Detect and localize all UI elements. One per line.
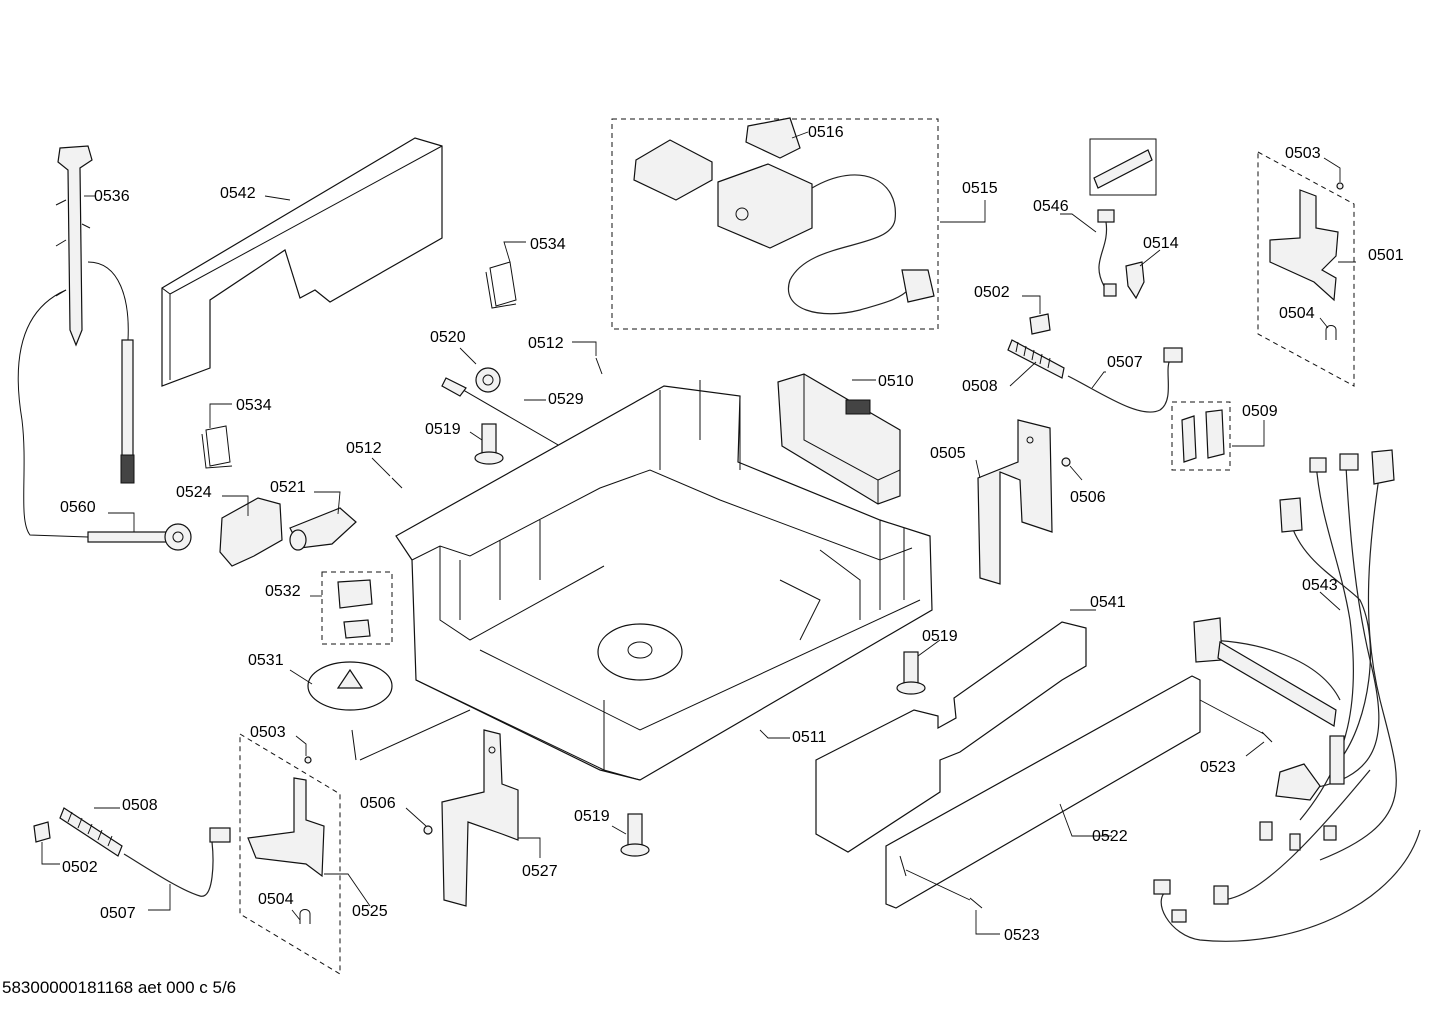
label-0519-a: 0519 <box>425 421 461 438</box>
label-0515: 0515 <box>962 180 998 197</box>
label-0502-right: 0502 <box>974 284 1010 301</box>
label-0519-b: 0519 <box>922 628 958 645</box>
part-0524-valve[interactable] <box>219 497 283 567</box>
label-0523-left: 0523 <box>1004 927 1040 944</box>
label-0523-right: 0523 <box>1200 759 1236 776</box>
label-0542: 0542 <box>220 185 256 202</box>
part-0521-pump[interactable] <box>289 507 357 551</box>
label-0512-mid: 0512 <box>346 440 382 457</box>
part-0519-foot-c[interactable] <box>620 813 650 857</box>
part-0536-spray-arm-rail[interactable] <box>55 145 93 347</box>
part-0543-wiring-harness[interactable] <box>1153 449 1421 942</box>
label-0511: 0511 <box>792 729 827 746</box>
part-0502-clip-left[interactable] <box>33 821 51 843</box>
part-0527-bracket[interactable] <box>441 729 519 907</box>
label-0521: 0521 <box>270 479 306 496</box>
label-0531: 0531 <box>248 652 284 669</box>
part-tube[interactable] <box>120 339 135 484</box>
label-0524: 0524 <box>176 484 212 501</box>
label-0509: 0509 <box>1242 403 1278 420</box>
part-0520-gear[interactable] <box>475 367 501 393</box>
label-0560: 0560 <box>60 499 96 516</box>
label-0520: 0520 <box>430 329 466 346</box>
screw-0512-top[interactable] <box>595 357 603 375</box>
label-0506-left: 0506 <box>360 795 396 812</box>
part-0509-latch[interactable] <box>1181 409 1225 463</box>
part-0508-spring-left[interactable] <box>59 807 123 857</box>
part-0501-hinge-bracket[interactable] <box>1269 189 1339 302</box>
group-box-0509 <box>1171 401 1231 471</box>
label-0514: 0514 <box>1143 235 1179 252</box>
part-0502-clip-right[interactable] <box>1029 313 1051 335</box>
label-0522: 0522 <box>1092 828 1128 845</box>
label-0534-left: 0534 <box>236 397 272 414</box>
label-0536: 0536 <box>94 188 130 205</box>
part-turntable[interactable] <box>597 623 683 681</box>
clip-0504[interactable] <box>1325 325 1337 341</box>
group-box-0532 <box>321 571 393 645</box>
clip-0504-left[interactable] <box>299 909 311 925</box>
label-0516: 0516 <box>808 124 844 141</box>
label-0510: 0510 <box>878 373 914 390</box>
group-box-0515 <box>611 118 939 330</box>
part-0507-cable-left[interactable] <box>123 827 231 897</box>
label-0503-left: 0503 <box>250 724 286 741</box>
screw-0523-right[interactable] <box>1261 731 1273 743</box>
label-0502-left: 0502 <box>62 859 98 876</box>
label-0525: 0525 <box>352 903 388 920</box>
label-0501: 0501 <box>1368 247 1404 264</box>
screw-0523-left[interactable] <box>969 897 983 909</box>
part-0546-wire[interactable] <box>1097 209 1117 297</box>
detail-box-0546 <box>1089 138 1157 196</box>
label-0504-left: 0504 <box>258 891 294 908</box>
part-0519-foot-b[interactable] <box>896 651 926 695</box>
label-0527: 0527 <box>522 863 558 880</box>
part-0522-kick-plate[interactable] <box>885 675 1201 909</box>
part-0510-control-module[interactable] <box>777 373 901 505</box>
label-0546: 0546 <box>1033 198 1069 215</box>
screw-0506-left[interactable] <box>423 825 433 835</box>
part-0525-hinge-bracket[interactable] <box>247 777 325 878</box>
screw-0506-right[interactable] <box>1061 457 1071 467</box>
label-0508-left: 0508 <box>122 797 158 814</box>
part-0505-bracket[interactable] <box>977 419 1053 585</box>
label-0503-top: 0503 <box>1285 145 1321 162</box>
screw-0503[interactable] <box>1336 182 1344 190</box>
label-0529: 0529 <box>548 391 584 408</box>
label-0507-right: 0507 <box>1107 354 1143 371</box>
label-0519-c: 0519 <box>574 808 610 825</box>
label-0512-top: 0512 <box>528 335 564 352</box>
label-0506-right: 0506 <box>1070 489 1106 506</box>
label-0532: 0532 <box>265 583 301 600</box>
part-0519-foot-a[interactable] <box>474 423 504 465</box>
assembly-line <box>351 709 471 761</box>
part-0531-disc[interactable] <box>307 661 393 711</box>
label-0543: 0543 <box>1302 577 1338 594</box>
part-0534-clip-top[interactable] <box>485 261 517 309</box>
drawing-number: 58300000181168 aet 000 c 5/6 <box>2 978 237 997</box>
hose-loop <box>17 289 89 538</box>
part-0507-cable-right[interactable] <box>1067 347 1183 413</box>
part-0542-cover-panel[interactable] <box>161 137 443 387</box>
part-0541-front-panel[interactable] <box>815 621 1087 853</box>
screw-0503-left[interactable] <box>304 756 312 764</box>
part-0511-base-frame[interactable] <box>395 380 933 781</box>
part-0515-junction-box[interactable] <box>633 139 935 315</box>
group-box-0501 <box>1257 151 1355 387</box>
label-0504-top: 0504 <box>1279 305 1315 322</box>
screw-0512-mid[interactable] <box>391 477 403 489</box>
label-0541: 0541 <box>1090 594 1126 611</box>
label-0507-left: 0507 <box>100 905 136 922</box>
label-0534-top: 0534 <box>530 236 566 253</box>
label-0505: 0505 <box>930 445 966 462</box>
part-0508-spring-right[interactable] <box>1007 339 1065 379</box>
part-0534-clip-left[interactable] <box>201 425 233 469</box>
part-0514-sensor[interactable] <box>1125 261 1145 300</box>
label-0508-right: 0508 <box>962 378 998 395</box>
part-0532-sensor[interactable] <box>337 579 373 639</box>
part-0560-shaft[interactable] <box>87 523 192 551</box>
part-0516-bracket[interactable] <box>745 117 801 159</box>
